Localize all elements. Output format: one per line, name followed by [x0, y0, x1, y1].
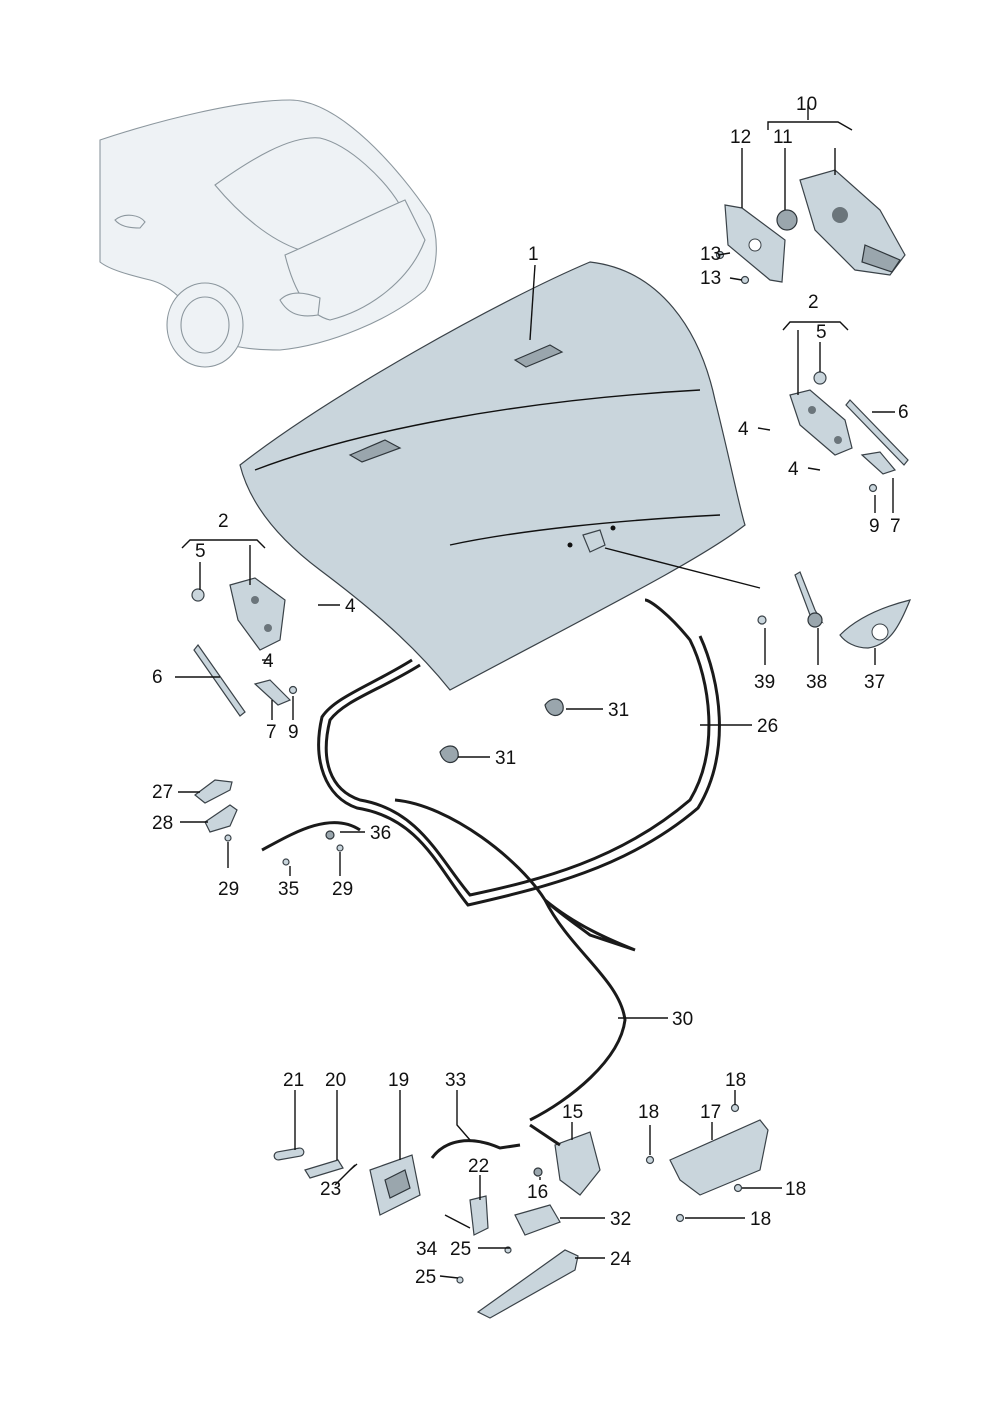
- callout-6: 6: [898, 402, 909, 423]
- callout-35: 35: [278, 879, 299, 900]
- callout-11: 11: [773, 127, 793, 148]
- trunk-lid: [239, 261, 746, 691]
- callout-20: 20: [325, 1070, 346, 1091]
- lock-components: [273, 1103, 769, 1319]
- hinge-left: [191, 577, 298, 717]
- callout-12: 12: [730, 127, 751, 148]
- callout-37: 37: [864, 672, 885, 693]
- callout-labels: 1 2 2 4 4 4 4 5 5 6 6 7 7 9 9 10 11 12 1…: [152, 94, 909, 1288]
- callout-36: 36: [370, 823, 391, 844]
- callout-25: 25: [450, 1239, 471, 1260]
- callout-9: 9: [869, 516, 880, 537]
- callout-5: 5: [816, 322, 827, 343]
- release-cable: [394, 798, 627, 1122]
- callout-31: 31: [608, 700, 629, 721]
- callout-25: 25: [415, 1267, 436, 1288]
- callout-23: 23: [320, 1179, 341, 1200]
- callout-4: 4: [738, 419, 749, 440]
- callout-26: 26: [757, 716, 778, 737]
- callout-9: 9: [288, 722, 299, 743]
- hinge-right: [789, 371, 909, 493]
- callout-10: 10: [796, 94, 817, 115]
- trunk-seal: [324, 598, 711, 897]
- callout-7: 7: [890, 516, 901, 537]
- callout-2: 2: [808, 292, 819, 313]
- leader-lines: [175, 105, 895, 1279]
- callout-18: 18: [785, 1179, 806, 1200]
- callout-38: 38: [806, 672, 827, 693]
- callout-28: 28: [152, 813, 173, 834]
- callout-34: 34: [416, 1239, 438, 1260]
- callout-29: 29: [218, 879, 239, 900]
- callout-29: 29: [332, 879, 353, 900]
- callout-39: 39: [754, 672, 775, 693]
- callout-16: 16: [527, 1182, 548, 1203]
- motor-assembly: [715, 169, 906, 285]
- callout-13: 13: [700, 268, 721, 289]
- callout-6: 6: [152, 667, 163, 688]
- callout-24: 24: [610, 1249, 632, 1270]
- callout-18: 18: [750, 1209, 771, 1230]
- callout-27: 27: [152, 782, 173, 803]
- callout-18: 18: [725, 1070, 746, 1091]
- callout-17: 17: [700, 1102, 721, 1123]
- callout-22: 22: [468, 1156, 489, 1177]
- callout-5: 5: [195, 541, 206, 562]
- callout-30: 30: [672, 1009, 693, 1030]
- callout-19: 19: [388, 1070, 409, 1091]
- callout-7: 7: [266, 722, 277, 743]
- callout-32: 32: [610, 1209, 631, 1230]
- callout-4: 4: [263, 651, 274, 672]
- callout-18: 18: [638, 1102, 659, 1123]
- callout-13: 13: [700, 244, 721, 265]
- callout-33: 33: [445, 1070, 466, 1091]
- callout-15: 15: [562, 1102, 583, 1123]
- callout-2: 2: [218, 511, 229, 532]
- callout-1: 1: [528, 244, 539, 265]
- callout-21: 21: [283, 1070, 304, 1091]
- callout-4: 4: [788, 459, 799, 480]
- car-illustration: [99, 99, 437, 368]
- callout-4: 4: [345, 596, 356, 617]
- callout-31: 31: [495, 748, 516, 769]
